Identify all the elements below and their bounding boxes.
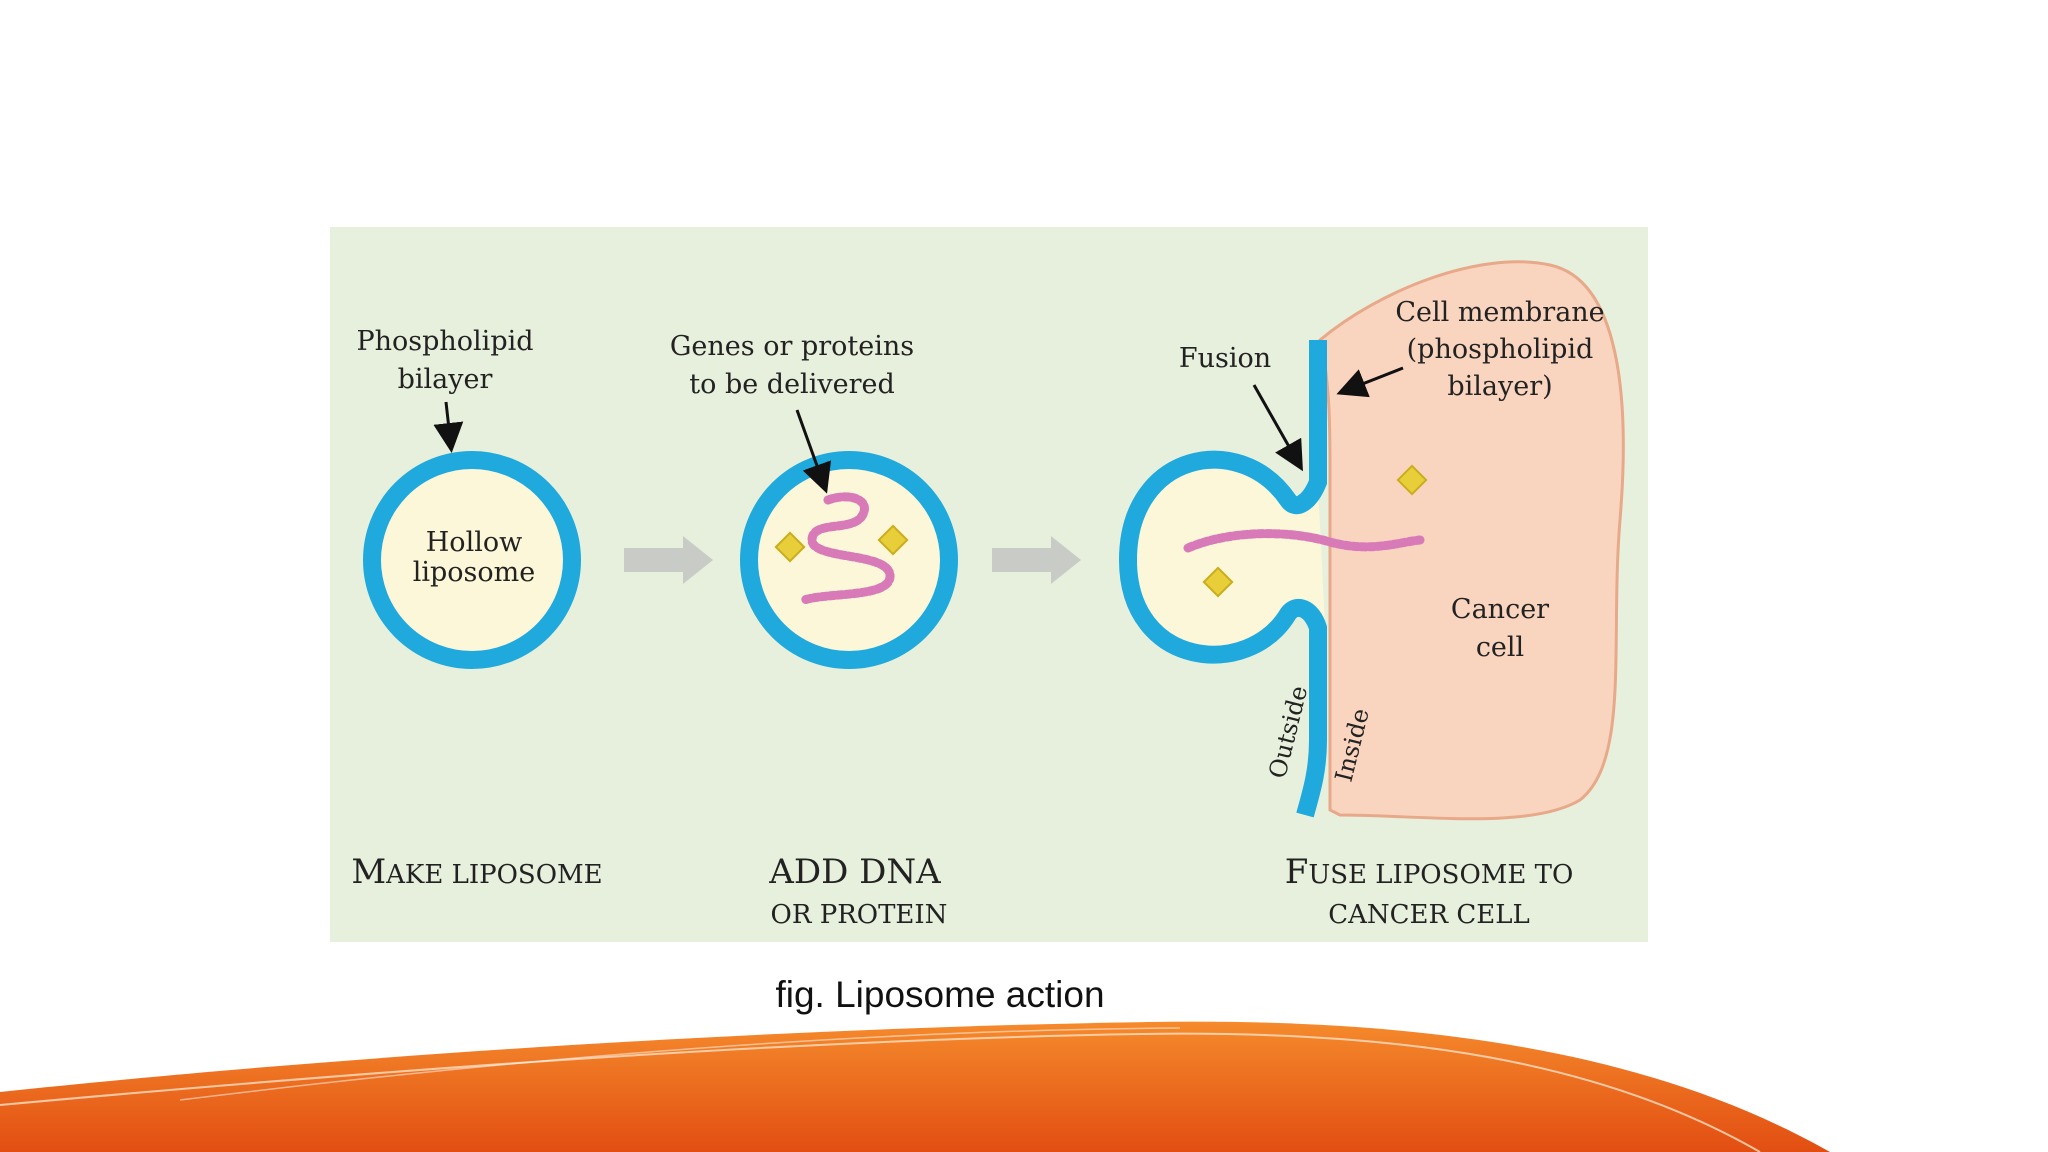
step1-title-rest: AKE LIPOSOME: [385, 860, 603, 890]
cancer-cell-label-line1: Cancer: [1451, 594, 1549, 625]
step2-title-initial: A: [768, 852, 794, 892]
fusion-pointer-arrow: [1252, 384, 1303, 472]
cell-membrane-label-line3: bilayer): [1447, 371, 1552, 402]
step3-title-line1: FUSE LIPOSOME TO: [1285, 852, 1574, 892]
fusion-label: Fusion: [1179, 343, 1271, 374]
step2-title-line1: ADD DNA: [768, 852, 941, 892]
step3-title-line2: CANCER CELL: [1328, 900, 1530, 930]
cancer-cell: [1318, 260, 1625, 821]
cancer-cell-label-line2: cell: [1476, 632, 1524, 663]
cargo-pointer-arrow: [795, 409, 832, 494]
dna-strand: [799, 492, 895, 605]
step2-title-line2: OR PROTEIN: [771, 900, 948, 930]
step3-title-rest: USE LIPOSOME TO: [1308, 860, 1573, 890]
liposome-lumen: [1130, 464, 1325, 653]
cargo-label-line1: Genes or proteins: [670, 331, 914, 362]
cell-membrane-label-line1: Cell membrane: [1395, 297, 1604, 328]
figure-caption: fig. Liposome action: [775, 974, 1105, 1015]
bilayer-pointer-arrow: [433, 401, 464, 453]
protein-diamond: [877, 524, 909, 556]
step3-title-initial: F: [1285, 852, 1309, 892]
flow-arrow-1: [624, 536, 713, 584]
bilayer-label-line2: bilayer: [398, 364, 493, 395]
footer-wave: [0, 1021, 1830, 1152]
hollow-liposome-label-line1: Hollow: [426, 527, 522, 558]
protein-diamond: [1396, 464, 1428, 496]
protein-diamond: [774, 531, 806, 563]
flow-arrow-2: [992, 536, 1081, 584]
bilayer-label-line1: Phospholipid: [356, 326, 533, 357]
cell-membrane-upper: [1119, 340, 1327, 561]
hollow-liposome-label-line2: liposome: [413, 557, 536, 588]
step1-title-initial: M: [351, 852, 386, 892]
step2-title-rest: DD DNA: [794, 852, 941, 892]
membrane-pointer-arrow: [1336, 366, 1404, 398]
protein-diamond: [1202, 566, 1234, 598]
cell-membrane-label-line2: (phospholipid: [1407, 334, 1594, 365]
dna-strand: [1183, 529, 1425, 553]
hollow-liposome: [363, 451, 581, 669]
cell-membrane-lower: [1119, 559, 1327, 818]
step1-title: MAKE LIPOSOME: [351, 852, 602, 892]
cargo-label-line2: to be delivered: [689, 369, 894, 400]
